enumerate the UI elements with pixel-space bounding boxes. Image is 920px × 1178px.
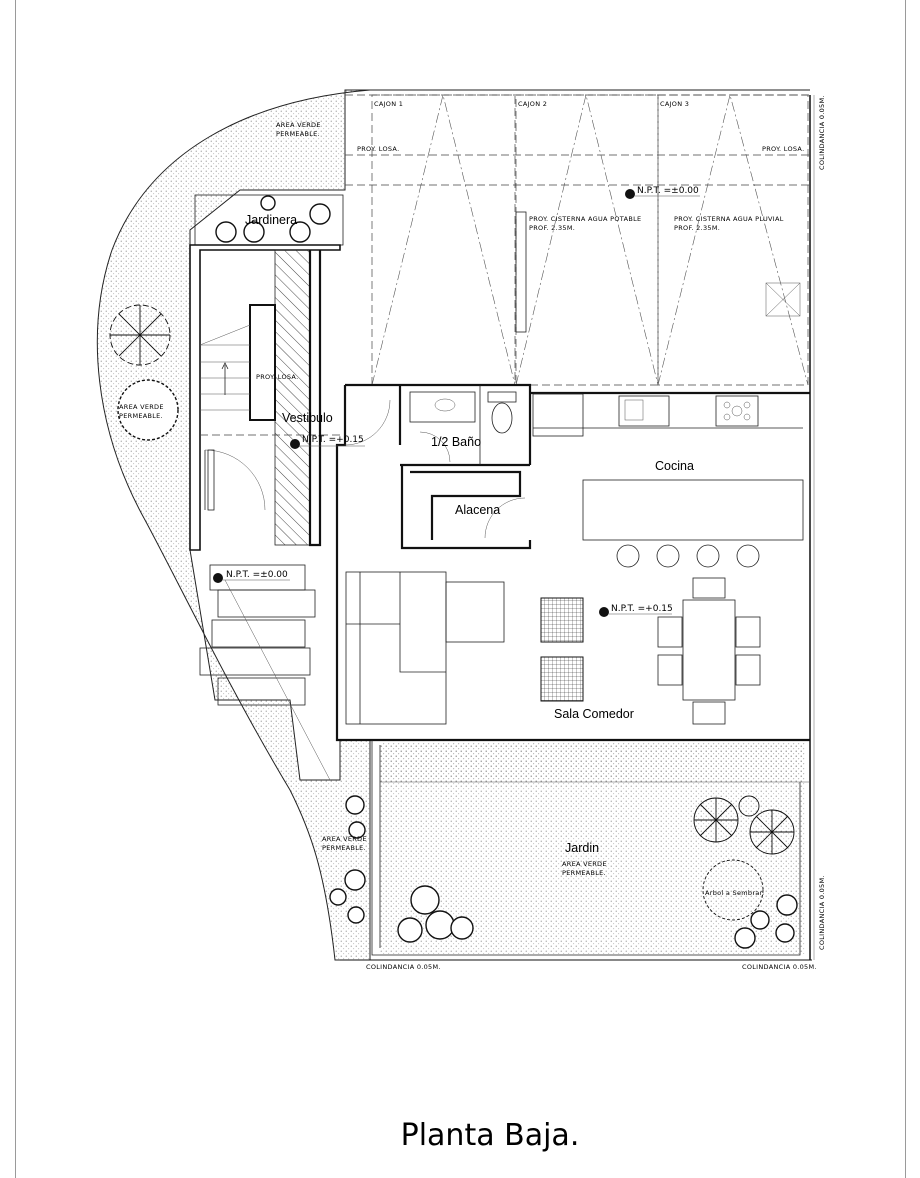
- proy-losa-right: PROY. LOSA.: [762, 145, 804, 153]
- dining-table: [657, 577, 761, 725]
- cajon-3-label: CAJON 3: [660, 100, 689, 108]
- level-markers: [213, 189, 700, 617]
- sheet-border-right: [905, 0, 906, 1178]
- trees: [109, 304, 795, 921]
- garden-boundary: [340, 740, 812, 961]
- entrance-steps: [199, 564, 331, 781]
- staircase: [199, 249, 345, 546]
- cisterna-potable-2: PROF. 2.35M.: [529, 224, 575, 232]
- room-vestibulo: Vestibulo: [282, 411, 333, 425]
- room-sala-comedor: Sala Comedor: [554, 707, 634, 721]
- shrubs: [117, 195, 798, 949]
- area-verde-bottom-2: PERMEABLE.: [322, 844, 366, 852]
- area-verde-bottom-1: AREA VERDE: [322, 835, 367, 843]
- level-living: N.P.T. =+0.15: [611, 604, 673, 614]
- proy-losa-stair: PROY. LOSA.: [256, 373, 298, 381]
- room-alacena: Alacena: [455, 503, 500, 517]
- rugs: [540, 597, 584, 702]
- area-verde-left-2: PERMEABLE.: [119, 412, 163, 420]
- level-entrance: N.P.T. =±0.00: [226, 570, 288, 580]
- cisterna-pluvial-2: PROF. 2.35M.: [674, 224, 720, 232]
- doors: [204, 399, 526, 539]
- bar-stools: [616, 544, 760, 568]
- level-vestibulo: N.P.T. =+0.15: [302, 435, 364, 445]
- room-medio-bano: 1/2 Baño: [431, 435, 481, 449]
- colindancia-right-bottom: COLINDANCIA 0.05M.: [818, 875, 826, 950]
- area-verde-top-2: PERMEABLE.: [276, 130, 320, 138]
- sheet-border-left: [15, 0, 16, 1178]
- colindancia-bottom-right: COLINDANCIA 0.05M.: [742, 963, 817, 971]
- colindancia-bottom-left: COLINDANCIA 0.05M.: [366, 963, 441, 971]
- cisterna-pluvial-1: PROY. CISTERNA AGUA PLUVIAL: [674, 215, 784, 223]
- area-verde-jardin-1: AREA VERDE: [562, 860, 607, 868]
- house-walls: [308, 250, 810, 742]
- cajon-1-label: CAJON 1: [374, 100, 403, 108]
- cajon-2-label: CAJON 2: [518, 100, 547, 108]
- level-garage: N.P.T. =±0.00: [637, 186, 699, 196]
- proy-losa-left: PROY. LOSA.: [357, 145, 399, 153]
- carport: [345, 93, 810, 386]
- room-jardin: Jardin: [565, 841, 599, 855]
- room-cocina: Cocina: [655, 459, 694, 473]
- area-verde-left-1: AREA VERDE: [119, 403, 164, 411]
- colindancia-right-top: COLINDANCIA 0.05M.: [818, 95, 826, 170]
- green-area-outer: [96, 89, 810, 961]
- cisterna-potable-1: PROY. CISTERNA AGUA POTABLE: [529, 215, 641, 223]
- sheet-title: Planta Baja.: [400, 1118, 580, 1153]
- room-jardinera: Jardinera: [245, 213, 297, 227]
- arbol-label: Arbol a Sembrar.: [705, 889, 764, 897]
- area-verde-jardin-2: PERMEABLE.: [562, 869, 606, 877]
- area-verde-top-1: AREA VERDE: [276, 121, 321, 129]
